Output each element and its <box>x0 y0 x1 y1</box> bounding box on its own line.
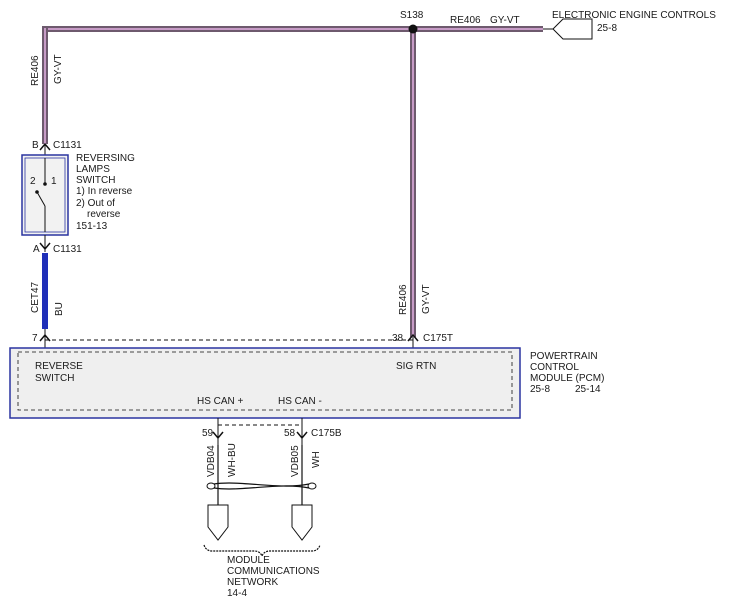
pcm-inner-dashed <box>17 351 513 411</box>
switch-blade <box>36 191 46 207</box>
switch-state-2b: reverse <box>87 209 121 220</box>
right-wire-inner <box>412 29 414 337</box>
switch-pin-right: 1 <box>51 176 57 187</box>
twist-line-a <box>213 482 310 487</box>
c175b-pin-a: 59 <box>202 428 214 439</box>
can-wire-2-circuit: VDB05 <box>290 445 301 477</box>
network-line-1: MODULE <box>227 555 270 566</box>
eec-connector-symbol <box>552 18 593 40</box>
c175b-pin-b: 58 <box>284 428 296 439</box>
c175t-right-chevron <box>407 333 419 342</box>
c1131-b-pin: B <box>32 140 39 151</box>
network-ref: 14-4 <box>227 588 247 599</box>
c175b-chevron-1 <box>212 431 224 440</box>
pcm-body <box>9 347 521 419</box>
eec-connector <box>543 18 593 40</box>
bu-wire-color: BU <box>54 302 65 316</box>
switch-title-3: SWITCH <box>76 175 115 186</box>
pcm-title-3: MODULE (PCM) <box>530 373 604 384</box>
pcm-reverse-1: REVERSE <box>35 361 83 372</box>
c1131-b-connector: C1131 <box>53 140 82 151</box>
pcm-ref-2: 25-14 <box>575 384 601 395</box>
pcm-hs-can-minus: HS CAN - <box>278 396 322 407</box>
network-line-3: NETWORK <box>227 577 278 588</box>
splice-dot <box>408 24 418 34</box>
twisted-pair <box>206 482 317 490</box>
bu-wire <box>42 253 48 329</box>
c175b-connector: C175B <box>311 428 342 439</box>
network-brace <box>203 544 321 558</box>
can-wire-2-color: WH <box>311 451 322 468</box>
right-wire-color: GY-VT <box>421 284 432 314</box>
pcm-title-2: CONTROL <box>530 362 579 373</box>
left-wire-top-inner <box>44 28 46 144</box>
reversing-switch: 2 1 <box>21 154 69 236</box>
pcm-sig-rtn: SIG RTN <box>396 361 436 372</box>
left-wire-top-circuit: RE406 <box>30 55 41 86</box>
right-wire <box>410 29 416 337</box>
eec-label: ELECTRONIC ENGINE CONTROLS <box>552 10 716 21</box>
can-wire-1-color: WH-BU <box>227 443 238 477</box>
twist-line-b <box>213 485 310 490</box>
c1131-a-pin: A <box>33 244 40 255</box>
left-wire-top-color: GY-VT <box>53 54 64 84</box>
pcm-title-1: POWERTRAIN <box>530 351 598 362</box>
c175t-pin-left: 7 <box>32 333 38 344</box>
can-wire-1-circuit: VDB04 <box>206 445 217 477</box>
twist-end-left <box>206 482 216 490</box>
eec-ref: 25-8 <box>597 23 617 34</box>
c175t-connector: C175T <box>423 333 453 344</box>
splice-label: S138 <box>400 10 424 21</box>
c1131-a-connector: C1131 <box>53 244 82 255</box>
network-connector-2 <box>291 504 313 541</box>
network-line-2: COMMUNICATIONS <box>227 566 320 577</box>
switch-state-1: 1) In reverse <box>76 186 133 197</box>
network-connector-1 <box>207 504 229 541</box>
top-wire <box>45 26 543 32</box>
switch-ref: 151-13 <box>76 221 108 232</box>
pcm-reverse-2: SWITCH <box>35 373 74 384</box>
pcm-hs-can-plus: HS CAN + <box>197 396 244 407</box>
left-wire-top <box>42 26 48 144</box>
switch-pin-left: 2 <box>30 176 36 187</box>
switch-title-2: LAMPS <box>76 164 110 175</box>
top-wire-inner <box>45 28 543 30</box>
bu-wire-circuit: CET47 <box>30 281 41 313</box>
c175t-left-chevron <box>39 333 51 342</box>
c1131-a-chevron <box>39 242 51 251</box>
c175b-chevron-2 <box>296 431 308 440</box>
pcm-ref-1: 25-8 <box>530 384 550 395</box>
pcm-module <box>9 347 521 419</box>
c175t-pin-right: 38 <box>392 333 404 344</box>
switch-state-2a: 2) Out of <box>76 198 115 209</box>
twist-end-right <box>307 482 317 490</box>
right-wire-circuit: RE406 <box>398 284 409 315</box>
switch-title-1: REVERSING <box>76 153 135 164</box>
top-wire-circuit: RE406 <box>450 15 481 26</box>
top-wire-color: GY-VT <box>490 15 520 26</box>
